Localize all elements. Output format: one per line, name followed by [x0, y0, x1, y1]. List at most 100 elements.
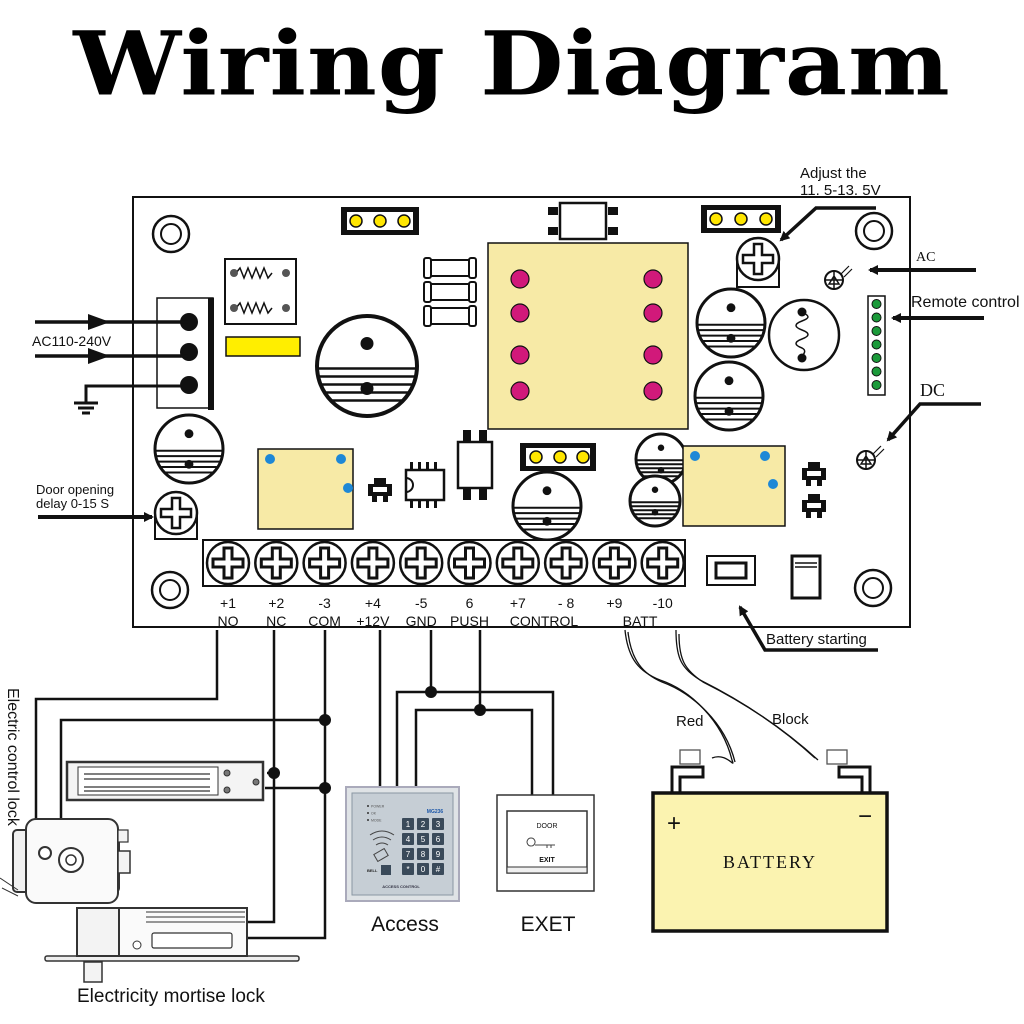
keypad-led-label: MODE: [371, 819, 382, 823]
terminal-screw-2[interactable]: [253, 540, 299, 586]
keypad-key[interactable]: 7: [402, 848, 414, 860]
battery-wires: [624, 629, 819, 764]
slide-switch-icon: [790, 554, 822, 600]
keypad-led: [367, 805, 369, 807]
keypad-key[interactable]: 3: [432, 818, 444, 830]
terminal-screw-6[interactable]: [447, 540, 492, 586]
transistor-icon: [802, 462, 826, 486]
terminal-number: +7: [510, 595, 526, 611]
keypad-bell-label: BELL: [367, 868, 378, 873]
transformer-icon: [487, 242, 689, 430]
arrowhead-icon: [88, 348, 110, 364]
keypad-key[interactable]: 0: [417, 863, 429, 875]
svg-text:#: #: [436, 865, 441, 874]
terminal-screw-5[interactable]: [398, 540, 444, 586]
remote-pin: [871, 299, 882, 309]
capacitor-icon: [315, 314, 419, 418]
ac-input-label: AC110-240V: [32, 333, 112, 349]
voltage-adjust-potentiometer-icon: [735, 236, 781, 288]
fuse-icon: [225, 336, 301, 357]
fuse-holder-icon: [423, 257, 477, 327]
keypad-footer-label: ACCESS CONTROL: [382, 884, 420, 889]
jumper-header-icon: [701, 205, 781, 233]
relay-icon: [257, 448, 354, 530]
keypad-key[interactable]: 2: [417, 818, 429, 830]
electric-control-lock-icon: [0, 818, 131, 904]
svg-text:0: 0: [421, 865, 426, 874]
ic-chip-icon: [548, 201, 618, 241]
svg-text:4: 4: [406, 835, 411, 844]
page-title: Wiring Diagram: [73, 11, 951, 116]
ac-input-connector-icon: [156, 297, 214, 410]
arrowhead-icon: [88, 314, 110, 330]
terminal-number: -5: [415, 595, 428, 611]
ground-icon: [74, 384, 188, 415]
transistor-icon: [368, 478, 392, 502]
capacitor-icon: [693, 360, 765, 432]
svg-text:7: 7: [406, 850, 411, 859]
thermistor-icon: [767, 298, 841, 372]
bell-button[interactable]: [381, 865, 391, 875]
control-group-label: CONTROL: [510, 613, 579, 629]
capacitor-icon: [695, 287, 767, 359]
dc-led-icon: [856, 445, 885, 470]
door-delay-label-line1: Door opening: [36, 482, 114, 497]
delay-adjust-potentiometer-icon: [153, 490, 199, 540]
keypad-key[interactable]: 6: [432, 833, 444, 845]
terminal-name: GND: [406, 613, 437, 629]
mounting-hole-icon: [853, 568, 893, 608]
terminal-name: PUSH: [450, 613, 489, 629]
terminal-screw-10[interactable]: [640, 540, 686, 586]
terminal-screw-4[interactable]: [350, 540, 396, 586]
remote-pin: [871, 312, 882, 323]
capacitor-icon: [153, 413, 225, 485]
exit-label: EXET: [521, 913, 576, 936]
rfid-icon: [369, 830, 395, 846]
wire-junctions: [268, 686, 486, 794]
remote-pin: [871, 366, 882, 377]
ac-label: AC: [916, 250, 935, 265]
battery-label: BATTERY: [723, 852, 817, 872]
battery-start-button[interactable]: [706, 555, 756, 586]
remote-pin: [871, 380, 882, 390]
exit-button[interactable]: [496, 794, 595, 892]
battery-plus-sign: +: [667, 810, 681, 837]
terminal-screw-8[interactable]: [543, 540, 589, 586]
keypad-key[interactable]: #: [432, 863, 444, 875]
capacitors: [153, 287, 767, 542]
magnetic-lock-icon: [65, 760, 265, 802]
keypad-key[interactable]: 9: [432, 848, 444, 860]
battery-minus-sign: −: [858, 803, 872, 830]
remote-control-header-icon: [867, 295, 886, 396]
battery-starting-label: Battery starting: [766, 631, 867, 648]
dc-label: DC: [920, 380, 945, 400]
terminal-screw-7[interactable]: [495, 540, 541, 586]
terminal-screw-3[interactable]: [302, 540, 348, 586]
capacitor-icon: [628, 474, 682, 528]
keypad-key[interactable]: *: [402, 863, 414, 875]
access-label: Access: [371, 913, 439, 936]
terminal-name: NO: [218, 613, 239, 629]
remote-control-label: Remote control: [911, 294, 1020, 311]
keypad-key[interactable]: 8: [417, 848, 429, 860]
terminal-number: 6: [466, 595, 474, 611]
keypad-key[interactable]: 4: [402, 833, 414, 845]
rectifier-icon: [456, 430, 494, 500]
keypad-key[interactable]: 5: [417, 833, 429, 845]
resistor-block-icon: [224, 258, 297, 325]
terminal-number: +2: [268, 595, 284, 611]
terminal-number: +1: [220, 595, 236, 611]
adjust-voltage-range: 11. 5-13. 5V: [800, 182, 881, 199]
svg-text:9: 9: [436, 850, 441, 859]
terminal-number: - 8: [558, 595, 575, 611]
mounting-hole-icon: [150, 570, 190, 610]
exit-button-top-text: DOOR: [537, 823, 558, 830]
keypad-key[interactable]: 1: [402, 818, 414, 830]
terminal-screw-1[interactable]: [205, 540, 251, 586]
terminal-name: +12V: [356, 613, 390, 629]
terminal-screw-9[interactable]: [591, 540, 637, 586]
remote-pin: [871, 326, 882, 336]
wires: [34, 630, 555, 940]
svg-text:1: 1: [406, 820, 411, 829]
